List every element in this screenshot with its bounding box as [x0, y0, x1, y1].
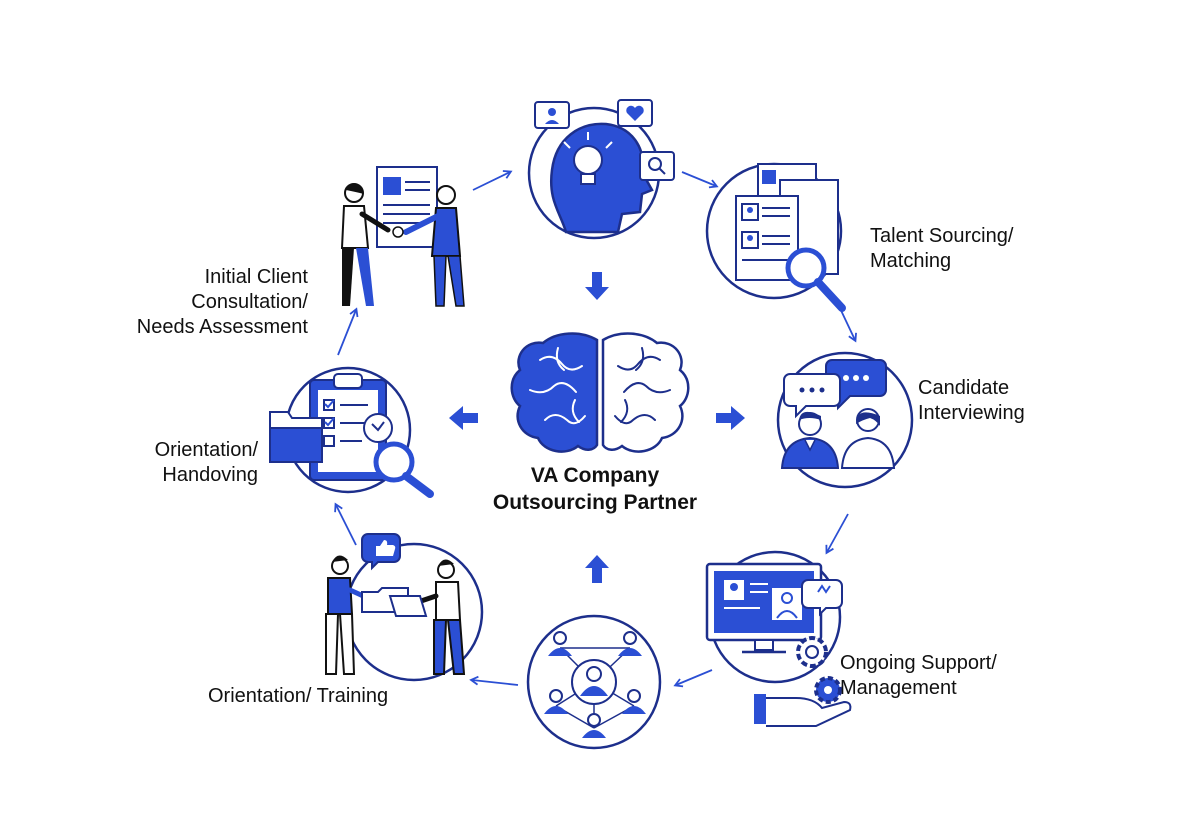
center-title: VA Company Outsourcing Partner	[450, 462, 740, 516]
arrow-left-icon	[449, 406, 478, 430]
consultation-line3: Needs Assessment	[136, 316, 308, 338]
support-monitor-icon	[705, 550, 852, 727]
stage-label-consultation: Initial Client Consultation/ Needs Asses…	[128, 265, 308, 340]
arrow-interview-to-support	[825, 513, 849, 555]
sourcing-line2: Matching	[870, 250, 952, 272]
handover-line1: Orientation/	[154, 439, 258, 461]
stage-label-sourcing: Talent Sourcing/ Matching	[870, 224, 1013, 274]
stage-label-interviewing: Candidate Interviewing	[918, 376, 1025, 426]
team-network-icon	[526, 614, 662, 750]
center-arrows	[449, 272, 745, 583]
arrow-training-to-handover	[334, 502, 357, 546]
consultation-line1: Initial Client	[204, 266, 308, 288]
arrow-up-icon	[585, 555, 609, 583]
consultation-line2: Consultation/	[191, 291, 308, 313]
handover-line2: Handoving	[162, 464, 258, 486]
center-title-line1: VA Company	[530, 464, 660, 487]
arrow-idea-to-sourcing	[681, 171, 719, 189]
person-icon	[544, 631, 646, 738]
center-title-line2: Outsourcing Partner	[492, 491, 698, 514]
arrow-down-icon	[585, 272, 609, 300]
support-line2: Management	[840, 677, 957, 699]
training-handoff-icon	[325, 533, 484, 682]
brain-icon	[510, 332, 690, 453]
interviewing-line2: Interviewing	[918, 402, 1025, 424]
interviewing-line1: Candidate	[918, 377, 1010, 399]
arrow-handover-to-consult	[337, 307, 359, 356]
support-line1: Ongoing Support/	[840, 652, 997, 674]
arrow-team-to-training	[469, 675, 519, 686]
stage-label-handover: Orientation/ Handoving	[140, 438, 258, 488]
stage-label-support: Ongoing Support/ Management	[840, 651, 997, 701]
sourcing-line1: Talent Sourcing/	[870, 225, 1014, 247]
training-line1: Orientation/ Training	[208, 685, 389, 707]
arrow-right-icon	[716, 406, 745, 430]
checklist-icon	[269, 366, 434, 498]
lightbulb-head-icon	[527, 99, 675, 240]
stage-label-training: Orientation/ Training	[208, 684, 388, 709]
arrow-consult-to-idea	[472, 170, 513, 191]
interview-chat-icon	[776, 351, 914, 489]
resume-search-icon	[705, 162, 846, 312]
arrow-support-to-team	[673, 669, 713, 688]
handshake-icon	[340, 166, 465, 307]
